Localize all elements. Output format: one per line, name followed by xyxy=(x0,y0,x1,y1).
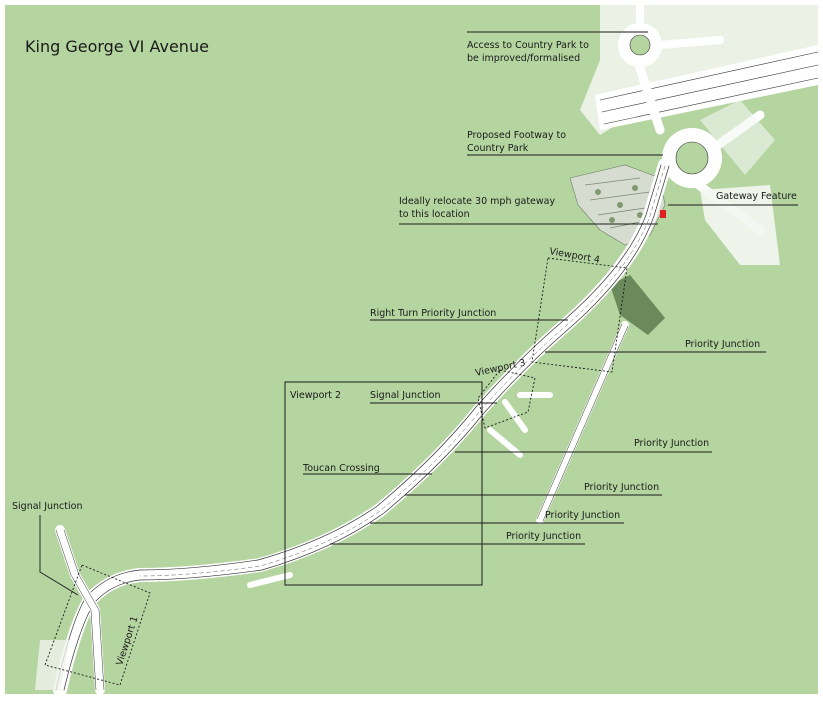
label-signal-junction-west: Signal Junction xyxy=(12,501,82,512)
label-relocate-gateway-2: to this location xyxy=(399,209,470,220)
label-footway-2: Country Park xyxy=(467,143,529,154)
label-gateway-feature: Gateway Feature xyxy=(716,191,797,202)
viewport-4-box xyxy=(531,257,628,373)
label-access-country-park-1: Access to Country Park to xyxy=(467,40,589,51)
label-priority-junction-2: Priority Junction xyxy=(634,438,709,449)
label-footway-1: Proposed Footway to xyxy=(467,130,566,141)
main-road xyxy=(53,158,672,697)
leader-lines xyxy=(39,31,798,596)
viewport-2-label: Viewport 2 xyxy=(290,390,341,401)
label-priority-junction-4: Priority Junction xyxy=(545,510,620,521)
junction-stubs xyxy=(247,392,553,588)
label-relocate-gateway-1: Ideally relocate 30 mph gateway xyxy=(399,196,555,207)
label-right-turn-priority-junction: Right Turn Priority Junction xyxy=(370,308,496,319)
label-toucan-crossing: Toucan Crossing xyxy=(302,463,380,474)
viewport-3-box xyxy=(477,369,536,429)
label-priority-junction-1: Priority Junction xyxy=(685,339,760,350)
gateway-marker xyxy=(660,210,666,218)
viewport-boxes xyxy=(44,257,628,686)
viewport-2-box xyxy=(284,381,483,586)
label-access-country-park-2: be improved/formalised xyxy=(467,53,580,64)
label-priority-junction-5: Priority Junction xyxy=(506,531,581,542)
label-signal-junction-main: Signal Junction xyxy=(370,390,440,401)
label-priority-junction-3: Priority Junction xyxy=(584,482,659,493)
map-title: King George VI Avenue xyxy=(25,37,209,56)
viewport-1-box xyxy=(44,564,151,686)
west-junction-road xyxy=(55,525,105,695)
southern-spur-road xyxy=(536,321,629,524)
